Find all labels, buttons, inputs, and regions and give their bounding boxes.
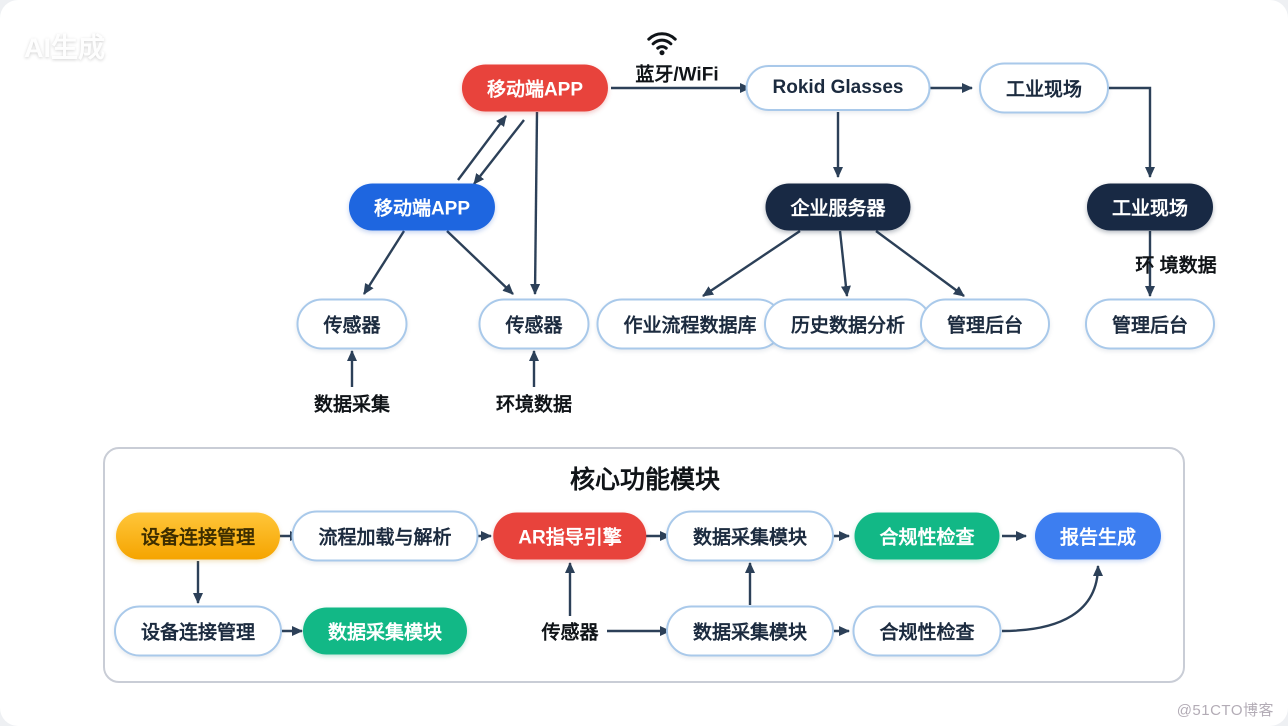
node-enterprise-server: 企业服务器 [765,183,911,231]
ai-generated-watermark: AI生成 [24,33,105,63]
core-module-box [103,447,1185,683]
env-data-vertical-label: 环 境数据 [1135,255,1217,277]
node-device-connect-r1: 设备连接管理 [115,512,281,560]
node-rokid-glasses: Rokid Glasses [745,65,931,111]
node-device-connect-r2: 设备连接管理 [113,605,283,657]
node-ar-guide-engine: AR指导引擎 [493,512,647,560]
node-history-analysis: 历史数据分析 [763,298,933,350]
sensor-text-label: 传感器 [541,622,599,644]
data-collect-label: 数据采集 [313,394,391,416]
node-compliance-check-r2: 合规性检查 [852,605,1002,657]
top-diagram-arrows [347,83,1155,387]
node-sensor-mid: 传感器 [478,298,590,350]
node-industrial-site-top: 工业现场 [978,62,1110,114]
node-data-collect-module-r1: 数据采集模块 [665,510,835,562]
node-compliance-check-r1: 合规性检查 [854,512,1000,560]
link-type-label: 蓝牙/WiFi [635,64,719,86]
wifi-icon [646,28,678,62]
node-sensor-left: 传感器 [296,298,408,350]
node-data-collect-module-green: 数据采集模块 [302,607,468,655]
node-report-generate: 报告生成 [1034,512,1162,560]
node-workflow-database: 作业流程数据库 [596,298,784,350]
env-data-label: 环境数据 [495,394,573,416]
core-module-title: 核心功能模块 [569,466,721,494]
node-industrial-site-dark: 工业现场 [1086,183,1214,231]
node-mobile-app-blue: 移动端APP [348,183,496,231]
node-data-collect-module-r2: 数据采集模块 [665,605,835,657]
core-module-arrows [193,531,1103,636]
node-mobile-app-red: 移动端APP [461,64,609,112]
node-admin-console-right: 管理后台 [1084,298,1216,350]
node-flow-parse: 流程加载与解析 [291,510,479,562]
node-admin-console-mid: 管理后台 [919,298,1051,350]
51cto-credit: @51CTO博客 [1176,702,1274,719]
